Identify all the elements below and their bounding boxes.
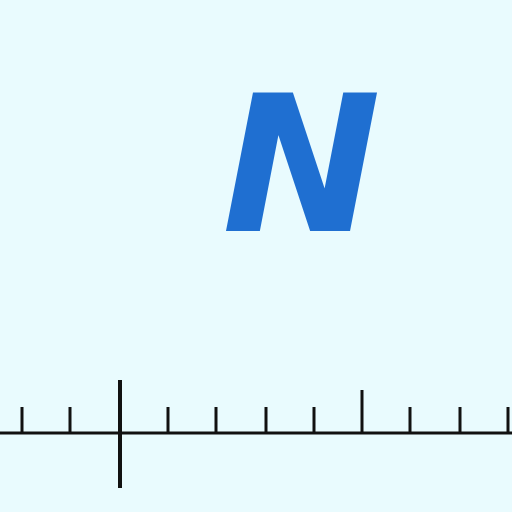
compass-letter-n: N <box>222 55 382 276</box>
scale-ticks <box>20 380 510 488</box>
